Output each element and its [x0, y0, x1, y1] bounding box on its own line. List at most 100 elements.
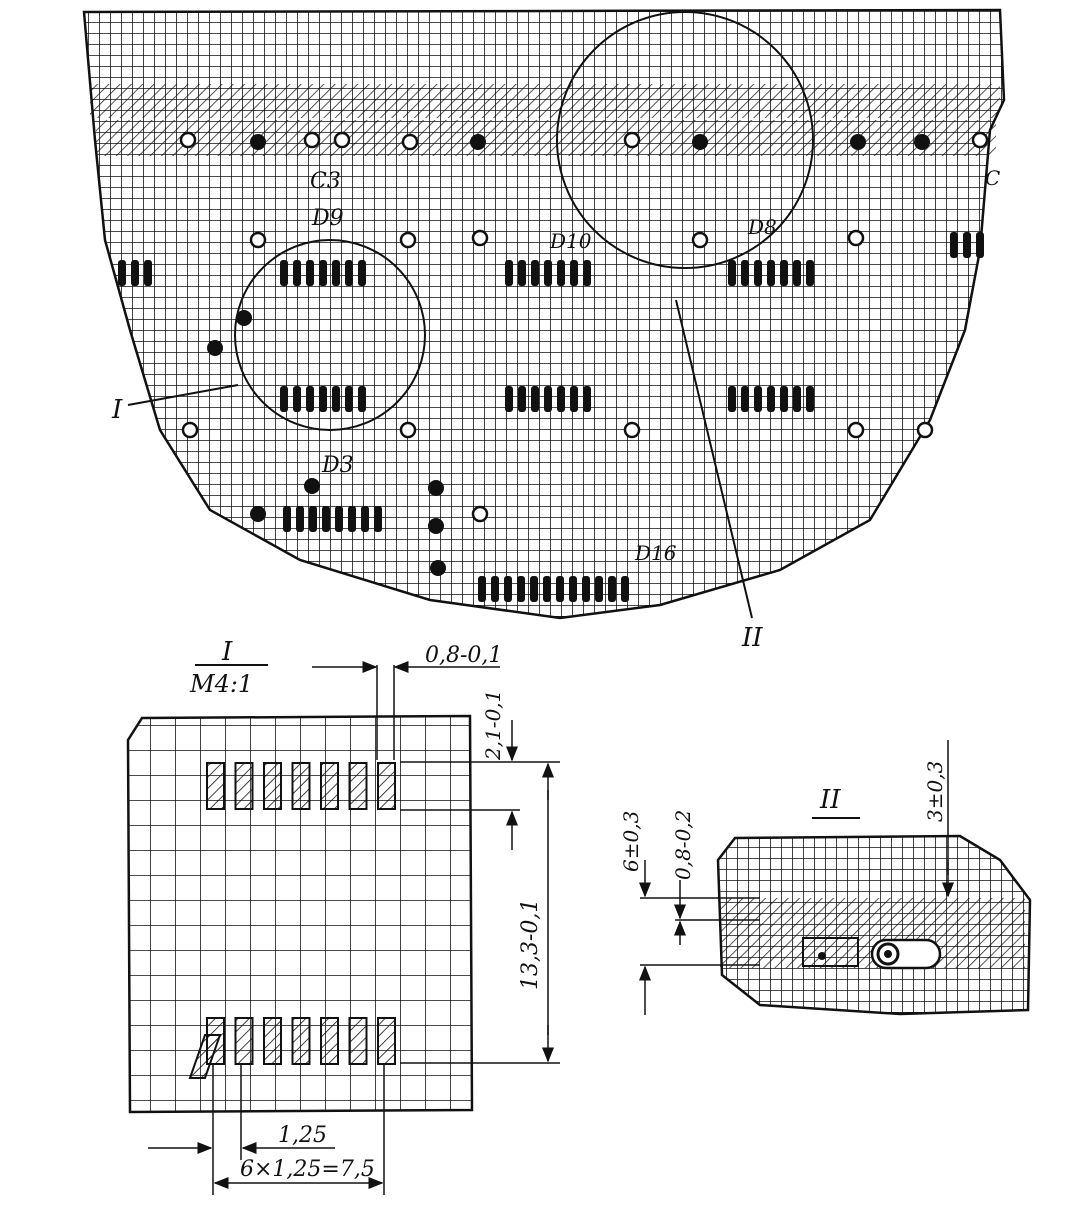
callout-label-1: I — [111, 395, 123, 425]
ic-pin — [570, 386, 578, 412]
ic-pin — [950, 232, 958, 258]
ic-pin — [478, 576, 486, 602]
detail-1-board — [126, 714, 474, 1114]
ic-pin — [806, 260, 814, 286]
ic-pin — [518, 386, 526, 412]
pad-top — [263, 762, 282, 810]
ic-pin — [306, 386, 314, 412]
callout-circle-2 — [556, 11, 814, 269]
ic-pin — [374, 506, 382, 532]
via-hole — [471, 505, 489, 523]
via-hole-filled — [430, 560, 446, 576]
callout-circle-1 — [234, 239, 426, 431]
ic-pin — [556, 576, 564, 602]
ic-pin — [280, 260, 288, 286]
via-hole — [181, 421, 199, 439]
via-hole-filled — [914, 134, 930, 150]
label-c-partial: C — [985, 166, 1000, 190]
ic-pin — [280, 386, 288, 412]
ic-pin — [293, 260, 301, 286]
via-hole — [847, 229, 865, 247]
pad-bottom — [263, 1017, 282, 1065]
via-hole — [303, 131, 321, 149]
ic-pin — [505, 260, 513, 286]
ic-pin — [793, 260, 801, 286]
ic-pin — [621, 576, 629, 602]
pad-top — [348, 762, 368, 810]
ic-pin — [504, 576, 512, 602]
pad-top — [291, 762, 311, 810]
label-d10: D10 — [549, 229, 592, 253]
via-hole-filled — [304, 478, 320, 494]
dim-pad-length-text: 2,1-0,1 — [481, 690, 505, 761]
ic-pin — [767, 260, 775, 286]
detail-2-via-small — [818, 952, 826, 960]
via-hole — [333, 131, 351, 149]
pad-bottom — [348, 1017, 368, 1065]
ic-pin — [306, 260, 314, 286]
ic-pin — [309, 506, 317, 532]
dim-pad-width-text: 0,8-0,1 — [425, 643, 502, 668]
label-c3: C3 — [310, 169, 341, 194]
via-hole — [971, 131, 989, 149]
pad-top — [320, 762, 339, 810]
ic-pin — [582, 576, 590, 602]
ic-pin — [569, 576, 577, 602]
via-hole-filled — [428, 518, 444, 534]
pad-top — [206, 762, 225, 810]
hatched-band-lower — [96, 120, 996, 156]
pad-top — [377, 762, 396, 810]
detail-2-via-center — [884, 950, 892, 958]
ic-pin — [583, 260, 591, 286]
ic-pin — [583, 386, 591, 412]
via-hole — [249, 231, 267, 249]
via-hole — [916, 421, 934, 439]
detail-2-title: II — [819, 785, 841, 815]
ic-pin — [144, 260, 152, 286]
dim-strip-text: 0,8-0,2 — [671, 810, 695, 880]
ic-pin — [345, 260, 353, 286]
via-hole-filled — [470, 134, 486, 150]
dim-total-text: 6×1,25=7,5 — [240, 1157, 375, 1182]
ic-pin — [293, 386, 301, 412]
ic-pin — [543, 576, 551, 602]
ic-pin — [322, 506, 330, 532]
ic-pin — [741, 260, 749, 286]
pad-bottom — [320, 1017, 339, 1065]
ic-pin — [358, 386, 366, 412]
ic-pin — [544, 260, 552, 286]
via-hole-filled — [207, 340, 223, 356]
via-hole — [471, 229, 489, 247]
ic-pin — [728, 260, 736, 286]
detail-view-1: I M4:1 0,8-0,1 2,1-0,1 13,3-0,1 1,25 — [126, 637, 560, 1195]
ic-pin — [793, 386, 801, 412]
label-d16: D16 — [634, 541, 677, 565]
ic-pin — [319, 260, 327, 286]
dim-row-spacing-text: 13,3-0,1 — [518, 899, 543, 990]
ic-pin — [348, 506, 356, 532]
via-hole — [847, 421, 865, 439]
ic-pin — [361, 506, 369, 532]
detail-1-angled-trace — [188, 1034, 222, 1079]
via-hole — [179, 131, 197, 149]
ic-pin — [806, 386, 814, 412]
ic-pin — [780, 386, 788, 412]
ic-pin — [530, 576, 538, 602]
detail-2-pad-outline — [802, 937, 859, 967]
ic-pin — [505, 386, 513, 412]
dim-edge-text: 6±0,3 — [619, 811, 643, 872]
ic-pin — [319, 386, 327, 412]
pad-bottom — [291, 1017, 311, 1065]
via-hole — [399, 231, 417, 249]
ic-pin — [780, 260, 788, 286]
via-holes — [179, 131, 989, 576]
dim-pitch-text: 1,25 — [278, 1123, 327, 1148]
ic-pin — [531, 386, 539, 412]
ic-pin — [728, 386, 736, 412]
ic-pin — [608, 576, 616, 602]
ic-pin — [332, 386, 340, 412]
via-hole — [399, 421, 417, 439]
ic-pin — [595, 576, 603, 602]
ic-pin — [345, 386, 353, 412]
ic-pin — [754, 260, 762, 286]
